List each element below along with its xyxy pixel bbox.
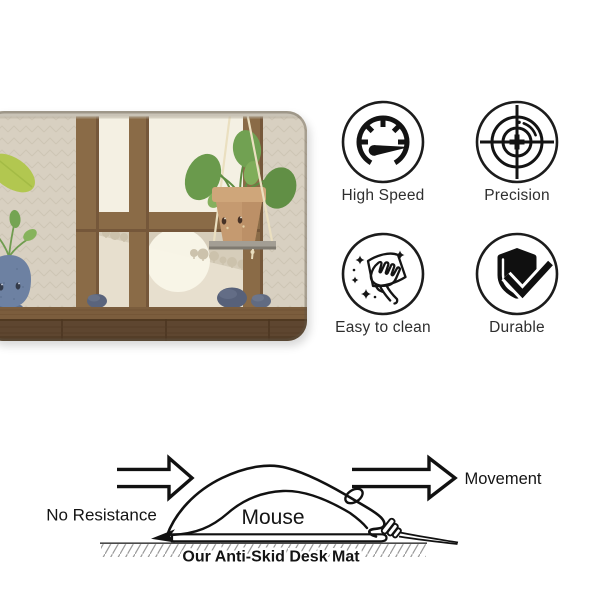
mouse-inner-seam [169, 489, 369, 537]
desk-mat-preview [0, 111, 307, 341]
plant-shelf [209, 241, 276, 260]
shield-check-icon [475, 232, 559, 316]
mat-edge [0, 111, 307, 341]
mat-scene-svg [0, 111, 307, 341]
hanging-pot [212, 187, 266, 241]
feature-label: High Speed [341, 187, 425, 204]
movement-diagram: Mouse No Resistance Movement Our Anti-Sk… [46, 454, 542, 568]
lime-leaf [0, 153, 35, 193]
hanging-plant [184, 111, 297, 260]
mouse-label: Mouse [241, 506, 304, 529]
no-resistance-arrow [117, 454, 195, 502]
feature-high-speed: High Speed [313, 100, 453, 204]
movement-arrow [352, 454, 458, 502]
mouse-cable-connector [380, 517, 402, 539]
windowsill [0, 307, 307, 341]
no-resistance-label: No Resistance [46, 506, 157, 525]
feature-durable: Durable [447, 232, 587, 336]
blue-pot-face [0, 282, 21, 291]
shelf-ropes [212, 111, 232, 242]
hanging-pot-face [221, 216, 245, 230]
feature-label: Durable [489, 319, 545, 336]
feature-label: Precision [484, 187, 550, 204]
blue-pot-plant [0, 153, 37, 313]
movement-label: Movement [464, 470, 541, 488]
feature-precision: Precision [447, 100, 587, 204]
crosshair-target-icon [475, 100, 559, 184]
ground-hatching [101, 544, 426, 557]
mouse-base [170, 533, 388, 543]
mouse-drawing: Mouse [151, 464, 459, 545]
mouse-cable [398, 531, 459, 545]
shelf-rope-front [245, 111, 274, 242]
mat-diagram-label: Our Anti-Skid Desk Mat [182, 549, 360, 566]
pebbles [87, 287, 271, 309]
feature-easy-to-clean: Easy to clean [313, 232, 453, 336]
sparkles [351, 250, 405, 299]
mouse-outer-shell [165, 464, 386, 538]
speedometer-icon [341, 100, 425, 184]
feature-label: Easy to clean [335, 319, 431, 336]
plant-leaves [184, 130, 297, 209]
sun [146, 232, 210, 292]
wiping-hand-icon [341, 232, 425, 316]
